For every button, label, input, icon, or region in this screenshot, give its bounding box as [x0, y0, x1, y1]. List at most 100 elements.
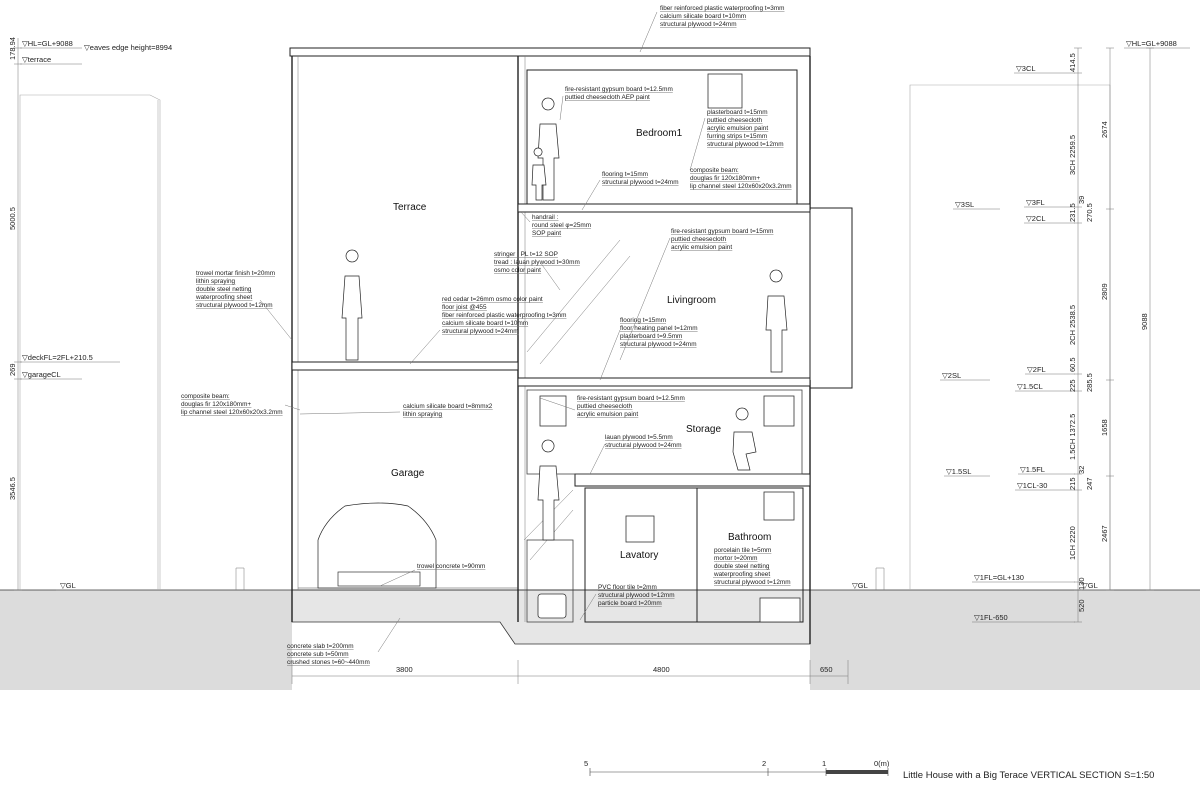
living-floor: [517, 377, 811, 387]
dim-right-1-5ch: 1.5CH 1372.5: [1068, 414, 1077, 460]
note-line: double steel netting: [714, 563, 770, 570]
level-right-hl: ▽HL=GL+9088: [1126, 39, 1177, 48]
note-line: concrete sub t=50mm: [287, 651, 349, 658]
room-label-livingroom: Livingroom: [667, 295, 716, 306]
level-right-3sl: ▽3SL: [955, 200, 974, 209]
dim-left-178-94: 178.94: [8, 37, 17, 60]
room-label-storage: Storage: [686, 424, 721, 435]
level-left-hl: ▽HL=GL+9088: [22, 39, 73, 48]
dim-right-32: 32: [1077, 466, 1086, 474]
note-line: osmo color paint: [494, 267, 541, 274]
note-line: particle board t=20mm: [598, 600, 662, 607]
level-left-terrace: ▽terrace: [22, 55, 51, 64]
note-line: trowel concrete t=90mm: [417, 563, 485, 570]
note-roof: fiber reinforced plastic waterproofing t…: [660, 5, 785, 28]
note-line: plasterboard t=9.5mm: [620, 333, 682, 340]
dim-bottom-3800: 3800: [396, 665, 413, 674]
level-right-1fl: ▽1FL=GL+130: [974, 573, 1024, 582]
note-line: porcelain tile t=5mm: [714, 547, 771, 554]
dim-right-2809: 2809: [1100, 283, 1109, 300]
note-line: lip channel steel 120x60x20x3.2mm: [690, 183, 792, 190]
level-right-3cl: ▽3CL: [1016, 64, 1036, 73]
dim-right-3ch: 3CH 2259.5: [1068, 135, 1077, 175]
person-icon-storage: [732, 407, 757, 471]
level-right-gl-mid: ▽GL: [852, 581, 868, 590]
level-right-1fl-650: ▽1FL-650: [974, 613, 1008, 622]
drawing-title: Little House with a Big Terace VERTICAL …: [903, 770, 1154, 781]
deck-floor: [291, 361, 519, 371]
dim-right-total: 9088: [1140, 313, 1149, 330]
note-line: SOP paint: [532, 230, 561, 237]
note-line: structural plywood t=12mm: [707, 141, 784, 148]
person-icon-terrace: [341, 249, 363, 361]
note-line: PVC floor tile t=2mm: [598, 584, 657, 591]
note-line: structural plywood t=12mm: [196, 302, 273, 309]
parapet-right: [875, 567, 885, 590]
level-right-gl: ▽GL: [1082, 581, 1098, 590]
neighbour-left: [19, 94, 161, 590]
lavatory-toilet: [537, 593, 567, 619]
note-line: composite beam:: [690, 167, 739, 174]
note-line: round steel φ=25mm: [532, 222, 591, 229]
note-line: lauan plywood t=5.5mm: [605, 434, 673, 441]
parapet-left: [235, 567, 245, 590]
level-left-deck: ▽deckFL=2FL+210.5: [22, 353, 93, 362]
note-line: lithin spraying: [403, 411, 443, 418]
dim-right-2674: 2674: [1100, 121, 1109, 138]
scale-label-0: 0(m): [874, 759, 890, 768]
bedroom-floor: [517, 203, 811, 213]
room-label-bathroom: Bathroom: [728, 532, 771, 543]
note-line: lip channel steel 120x60x20x3.2mm: [181, 409, 283, 416]
note-line: calcium silicate board t=10mm: [660, 13, 746, 20]
scale-bar: [589, 768, 889, 776]
bedroom-box: [526, 69, 798, 205]
dim-right-231-5: 231.5: [1068, 203, 1077, 222]
dim-right-130: 130: [1077, 577, 1086, 590]
dim-right-2467: 2467: [1100, 525, 1109, 542]
note-line: acrylic emulsion paint: [577, 411, 638, 418]
note-line: fiber reinforced plastic waterproofing t…: [442, 312, 567, 319]
dim-bottom-4800: 4800: [653, 665, 670, 674]
note-line: puttied cheesecloth: [577, 403, 633, 410]
note-line: structural plywood t=24mm: [442, 328, 519, 335]
dim-left-3546-5: 3546.5: [8, 477, 17, 500]
dim-right-520: 520: [1077, 599, 1086, 612]
dim-right-2ch: 2CH 2538.5: [1068, 305, 1077, 345]
person-icon-living: [765, 269, 788, 373]
level-right-1cl: ▽1CL-30: [1017, 481, 1047, 490]
note-line: structural plywood t=24mm: [602, 179, 679, 186]
note-line: waterproofing sheet: [713, 571, 770, 578]
level-right-3fl: ▽3FL: [1026, 198, 1045, 207]
dim-right-247: 247: [1085, 477, 1094, 490]
note-line: waterproofing sheet: [195, 294, 252, 301]
storage-box: [526, 389, 803, 475]
note-garage-floor: trowel concrete t=90mm: [417, 563, 486, 570]
note-line: structural plywood t=24mm: [605, 442, 682, 449]
person-icon-stair: [537, 439, 560, 541]
dim-right-414-5: 414.5: [1068, 53, 1077, 72]
dim-left-269: 269: [8, 363, 17, 376]
bathtub: [759, 597, 801, 623]
dim-right-215: 215: [1068, 477, 1077, 490]
note-line: structural plywood t=12mm: [598, 592, 675, 599]
note-line: structural plywood t=24mm: [620, 341, 697, 348]
note-line: calcium silicate board t=8mmx2: [403, 403, 493, 410]
note-bedroom-ceiling: fire-resistant gypsum board t=12.5mmputt…: [565, 86, 673, 101]
dim-left-5000-5: 5000.5: [8, 207, 17, 230]
car-icon: [317, 502, 437, 589]
note-line: floor heating panel t=12mm: [620, 325, 698, 332]
note-line: lithin spraying: [196, 278, 236, 285]
note-line: fire-resistant gypsum board t=12.5mm: [577, 395, 685, 402]
level-left-eaves: ▽eaves edge height=8994: [84, 43, 172, 52]
scale-label-5: 5: [584, 759, 588, 768]
roof-slab: [289, 47, 811, 57]
note-line: handrail :: [532, 214, 559, 221]
note-line: composite beam:: [181, 393, 230, 400]
room-label-lavatory: Lavatory: [620, 550, 658, 561]
